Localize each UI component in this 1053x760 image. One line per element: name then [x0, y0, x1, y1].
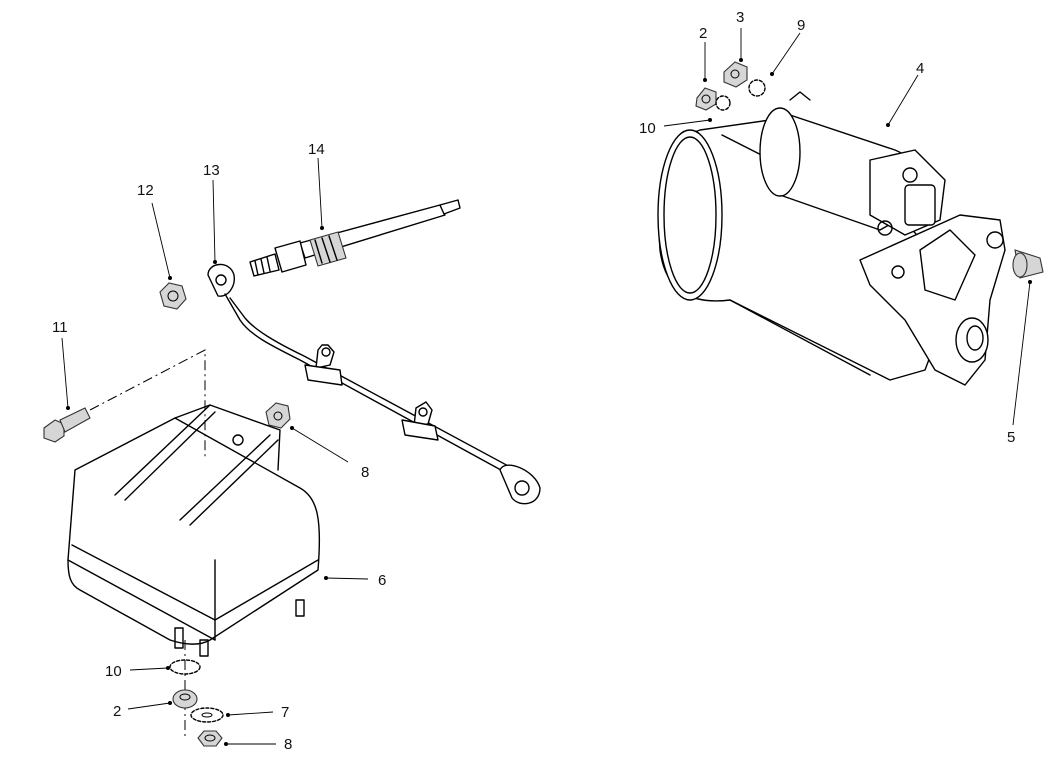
glow-plug: [249, 199, 461, 277]
callout-4: 4: [916, 60, 924, 77]
callout-2-top: 2: [699, 25, 707, 42]
callout-7: 7: [281, 704, 289, 721]
callout-3: 3: [736, 9, 744, 26]
bolt-11: [43, 407, 91, 443]
callout-2-bottom: 2: [113, 703, 121, 720]
control-box: [67, 404, 321, 657]
bottom-hardware: [169, 640, 224, 747]
leader-lines: [61, 28, 1032, 746]
callout-5: 5: [1007, 429, 1015, 446]
nut-12: [159, 282, 187, 310]
glow-plug-cable: [207, 263, 541, 505]
starter-motor: [657, 91, 1044, 386]
nut-8-mid: [265, 402, 291, 429]
callout-8-mid: 8: [361, 464, 369, 481]
callout-14: 14: [308, 141, 325, 158]
callout-10-bottom: 10: [105, 663, 122, 680]
callout-12: 12: [137, 182, 154, 199]
callout-10-top: 10: [639, 120, 656, 137]
callout-6: 6: [378, 572, 386, 589]
starter-hardware: [695, 61, 766, 111]
callout-8-bottom: 8: [284, 736, 292, 753]
callout-11: 11: [52, 319, 68, 336]
callout-9: 9: [797, 17, 805, 34]
callout-13: 13: [203, 162, 220, 179]
